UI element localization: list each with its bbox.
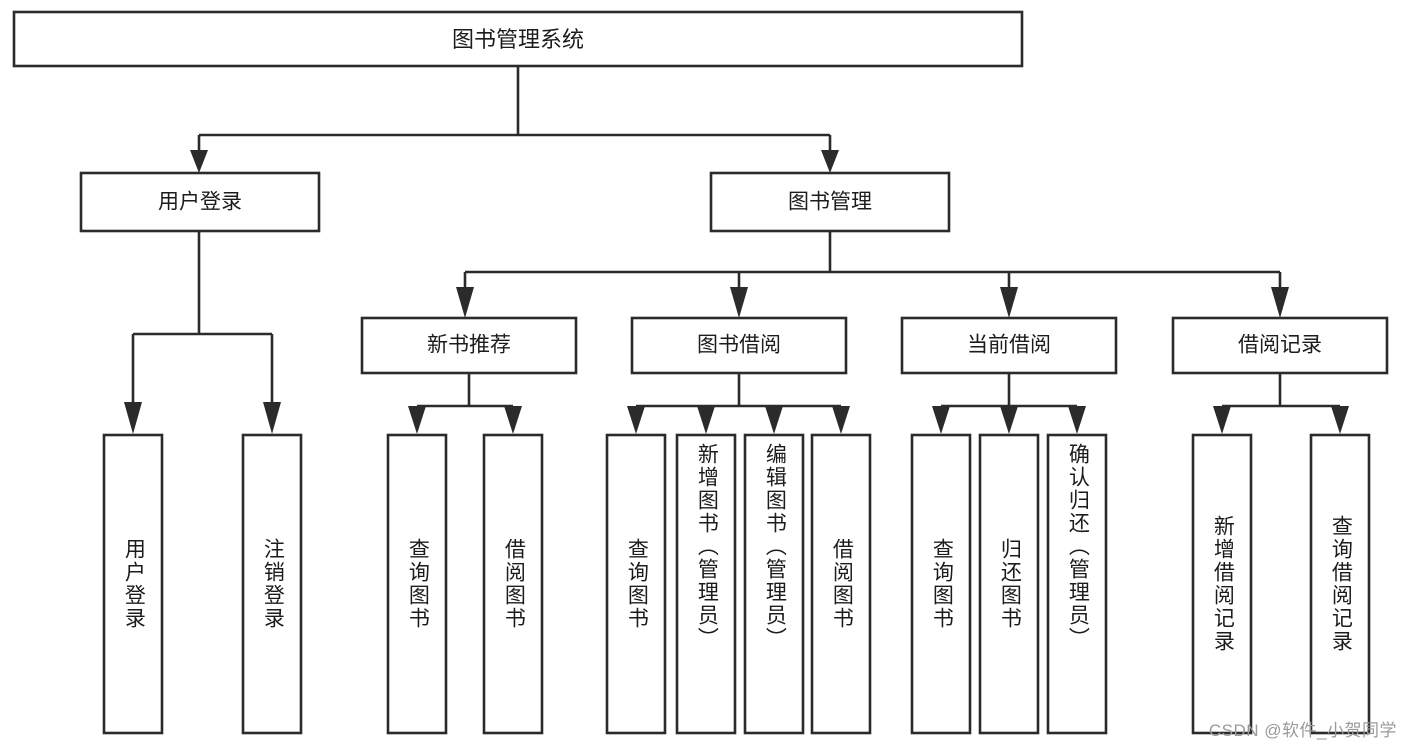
leaf-box-book-borrow-1[interactable]	[605, 433, 667, 735]
node-current-borrow-box[interactable]	[900, 316, 1118, 375]
leaf-box-book-borrow-2[interactable]	[675, 433, 737, 735]
edges-group	[124, 66, 1349, 434]
arrow-current-borrow-leaf-1	[932, 406, 950, 434]
node-new-book-recommend-box[interactable]	[360, 316, 578, 375]
arrow-book-borrow-leaf-2	[697, 406, 715, 434]
leaf-box-user-login-2[interactable]	[241, 433, 303, 735]
arrow-borrow-record-leaf-2	[1331, 406, 1349, 434]
arrow-to-new-book-recommend	[456, 287, 474, 318]
node-book-mgmt-box[interactable]	[709, 171, 951, 233]
leaf-box-new-book-1[interactable]	[386, 433, 448, 735]
leaf-box-current-borrow-3[interactable]	[1046, 433, 1108, 735]
node-book-borrow-label: 图书借阅	[697, 334, 781, 357]
arrow-current-borrow-leaf-3	[1068, 406, 1086, 434]
node-borrow-record-box[interactable]	[1171, 316, 1389, 375]
leaf-box-new-book-2[interactable]	[482, 433, 544, 735]
arrow-to-book-borrow	[730, 287, 748, 318]
arrow-to-user-login	[190, 150, 208, 173]
leaf-box-user-login-1[interactable]	[102, 433, 164, 735]
leaf-box-current-borrow-2[interactable]	[978, 433, 1040, 735]
leaf-box-borrow-record-2[interactable]	[1309, 433, 1371, 735]
csdn-watermark: CSDN @软件_小贺同学	[1208, 721, 1397, 740]
leaf-box-borrow-record-1[interactable]	[1191, 433, 1253, 735]
nodes-group: 图书管理系统 用户登录 图书管理 新书推荐 图书借阅 当前借阅 借阅记录	[12, 10, 1389, 735]
arrow-user-login-leaf-2	[263, 402, 281, 434]
arrow-book-borrow-leaf-1	[627, 406, 645, 434]
arrow-new-book-leaf-1	[408, 406, 426, 434]
arrow-user-login-leaf-1	[124, 402, 142, 434]
arrow-to-current-borrow	[1000, 287, 1018, 318]
leaf-box-book-borrow-3[interactable]	[743, 433, 805, 735]
node-root-box[interactable]	[12, 10, 1024, 68]
arrow-book-borrow-leaf-4	[832, 406, 850, 434]
node-book-borrow-box[interactable]	[630, 316, 848, 375]
arrow-current-borrow-leaf-2	[1000, 406, 1018, 434]
node-new-book-recommend-label: 新书推荐	[427, 334, 511, 357]
arrow-to-borrow-record	[1271, 287, 1289, 318]
node-book-mgmt-label: 图书管理	[788, 191, 872, 214]
node-borrow-record-label: 借阅记录	[1238, 334, 1322, 357]
arrow-book-borrow-leaf-3	[765, 406, 783, 434]
leaf-box-current-borrow-1[interactable]	[910, 433, 972, 735]
node-user-login-box[interactable]	[79, 171, 321, 233]
node-root-label: 图书管理系统	[452, 27, 584, 52]
arrow-new-book-leaf-2	[504, 406, 522, 434]
node-current-borrow-label: 当前借阅	[967, 334, 1051, 357]
node-user-login-label: 用户登录	[158, 191, 242, 214]
leaf-box-book-borrow-4[interactable]	[810, 433, 872, 735]
arrow-borrow-record-leaf-1	[1213, 406, 1231, 434]
arrow-to-book-mgmt	[821, 150, 839, 173]
